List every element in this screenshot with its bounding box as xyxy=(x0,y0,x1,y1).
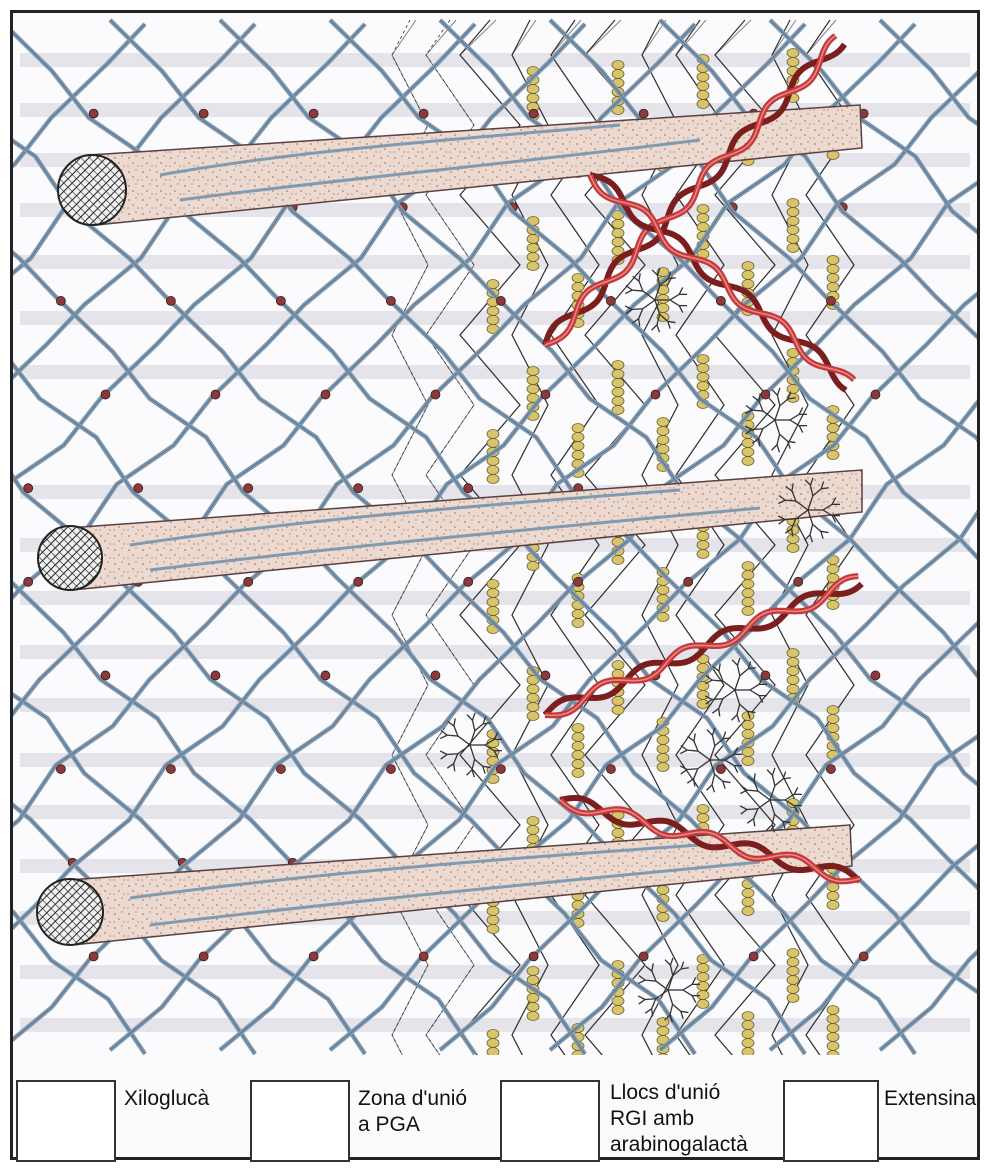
legend-box-pga xyxy=(250,1080,350,1162)
rgi-branch-cluster xyxy=(705,658,767,722)
legend-box-xyloglucan xyxy=(16,1080,116,1162)
pga-junction-zone xyxy=(827,1006,839,1060)
legend-label-xyloglucan: Xiloglucà xyxy=(124,1086,209,1112)
pga-junction-zone xyxy=(742,562,754,616)
pga-junction-zone xyxy=(742,1012,754,1066)
legend-label-extensin: Extensina xyxy=(884,1086,976,1112)
pga-junction-zone xyxy=(572,724,584,778)
pga-junction-zone xyxy=(787,199,799,253)
legend-box-extensin xyxy=(783,1080,879,1162)
pga-junction-zone xyxy=(612,361,624,415)
legend-box-rgi xyxy=(500,1080,600,1162)
pga-junction-zone xyxy=(697,955,709,1009)
legend-label-pga: Zona d'unió a PGA xyxy=(358,1086,467,1138)
legend-label-rgi: Llocs d'unió RGI amb arabinogalactà xyxy=(610,1080,748,1158)
pga-junction-zone xyxy=(487,1030,499,1084)
